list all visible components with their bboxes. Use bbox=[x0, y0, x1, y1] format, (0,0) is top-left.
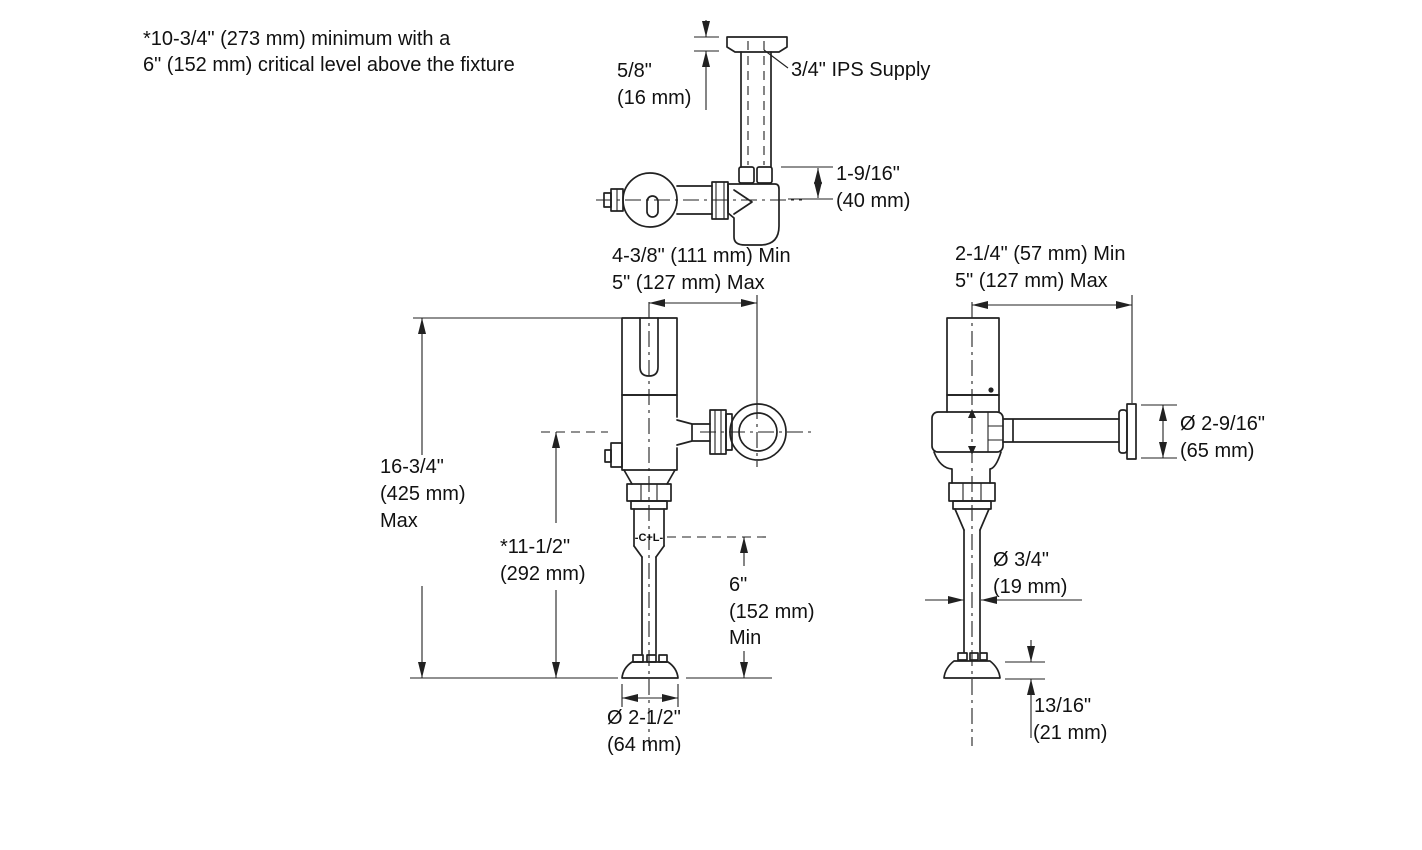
coupling-hex-flats bbox=[640, 484, 658, 501]
outlet-tube-taper bbox=[633, 545, 665, 558]
spud-flange bbox=[621, 661, 679, 679]
sensor-window bbox=[646, 195, 659, 218]
dim-critical-level-label: 6" bbox=[729, 574, 747, 596]
dim-base-diameter-label: (64 mm) bbox=[607, 734, 681, 756]
dim-valve-to-supply-label: 4-3/8" (111 mm) Min bbox=[612, 245, 791, 267]
wall-flange-lip bbox=[1118, 409, 1128, 454]
outlet-cone-side bbox=[954, 508, 990, 531]
dim-overall-height-label: 16-3/4" bbox=[380, 456, 444, 478]
top-view: 5/8" (16 mm) 3/4" IPS Supply 1-9/16" (40… bbox=[596, 20, 930, 246]
dim-critical-level-label: Min bbox=[729, 627, 761, 649]
dim-spud-height: 13/16" (21 mm) bbox=[1005, 640, 1107, 744]
wall-flange-plate bbox=[1126, 403, 1137, 460]
cap-band bbox=[946, 394, 1000, 413]
centerline-tick-down bbox=[968, 446, 976, 455]
side-view: 2-1/4" (57 mm) Min 5" (127 mm) Max Ø 2-9… bbox=[925, 243, 1265, 746]
wall-arm bbox=[1002, 418, 1120, 443]
sensor-cap-side bbox=[946, 317, 1000, 396]
spud-flange-side bbox=[943, 660, 1001, 679]
dim-outlet-label: (40 mm) bbox=[836, 190, 910, 212]
override-button bbox=[610, 442, 623, 468]
dim-overall-height-label: (425 mm) bbox=[380, 483, 466, 505]
dim-base-diameter-label: Ø 2-1/2" bbox=[607, 707, 681, 729]
spud-nut-side bbox=[957, 652, 968, 661]
front-view: -C+L- 4-3/8" (111 mm) Min 5" (127 mm) Ma… bbox=[380, 245, 815, 756]
outlet-tube-side bbox=[963, 529, 981, 653]
dim-critical-level-label: (152 mm) bbox=[729, 601, 815, 623]
supply-callout: 3/4" IPS Supply bbox=[763, 49, 930, 81]
supply-leader-line bbox=[763, 49, 789, 69]
dim-flange-diameter: Ø 2-9/16" (65 mm) bbox=[1141, 404, 1265, 462]
dim-centerline-height: *11-1/2" (292 mm) bbox=[500, 431, 608, 678]
spud-nut-side bbox=[969, 652, 979, 661]
supply-pipe-bore bbox=[747, 41, 765, 165]
valve-body-chevron bbox=[733, 189, 753, 215]
indicator-dot bbox=[988, 387, 994, 393]
override-button-cap bbox=[604, 449, 612, 463]
dim-critical-level: 6" (152 mm) Min bbox=[667, 536, 815, 678]
dim-flange-offset-label: (16 mm) bbox=[617, 87, 691, 109]
critical-level-marking: -C+L- bbox=[635, 532, 664, 544]
dim-overall-height-label: Max bbox=[380, 510, 418, 532]
dim-overall-height: 16-3/4" (425 mm) Max bbox=[380, 317, 622, 678]
dim-valve-to-supply-label: 5" (127 mm) Max bbox=[612, 272, 765, 294]
dim-spud-height-label: 13/16" bbox=[1034, 695, 1091, 717]
dim-tube-diameter-label: (19 mm) bbox=[993, 576, 1067, 598]
sensor-neck bbox=[676, 185, 713, 215]
dim-valve-to-supply: 4-3/8" (111 mm) Min 5" (127 mm) Max bbox=[612, 245, 815, 467]
dim-flange-diameter-label: (65 mm) bbox=[1180, 440, 1254, 462]
supply-label: 3/4" IPS Supply bbox=[791, 59, 930, 81]
dim-outlet-label: 1-9/16" bbox=[836, 163, 900, 185]
body-shoulder-side bbox=[933, 451, 1002, 484]
dim-spud-height-label: (21 mm) bbox=[1033, 722, 1107, 744]
dim-valve-to-wall: 2-1/4" (57 mm) Min 5" (127 mm) Max bbox=[955, 243, 1133, 403]
dim-centerline-height-label: (292 mm) bbox=[500, 563, 586, 585]
installation-note: *10-3/4" (273 mm) minimum with a 6" (152… bbox=[143, 28, 515, 76]
dim-valve-to-wall-label: 5" (127 mm) Max bbox=[955, 270, 1108, 292]
dim-centerline-height-label: *11-1/2" bbox=[500, 536, 570, 558]
dim-flange-offset: 5/8" (16 mm) bbox=[617, 20, 719, 110]
spud-nut-side bbox=[979, 652, 988, 661]
outlet-tube-upper bbox=[633, 508, 665, 547]
dim-base-diameter: Ø 2-1/2" (64 mm) bbox=[607, 684, 681, 756]
slip-washer bbox=[630, 500, 668, 510]
valve-body-top bbox=[727, 183, 780, 246]
supply-ring-outer bbox=[729, 403, 787, 461]
dim-flange-diameter-label: Ø 2-9/16" bbox=[1180, 413, 1265, 435]
dim-tube-diameter: Ø 3/4" (19 mm) bbox=[925, 549, 1082, 604]
dim-outlet-to-centerline: 1-9/16" (40 mm) bbox=[781, 163, 910, 212]
spud-nut bbox=[646, 654, 657, 663]
pipe-coupling bbox=[738, 166, 755, 184]
pipe-coupling bbox=[756, 166, 773, 184]
arm-washer bbox=[725, 413, 733, 451]
valve-body-side bbox=[931, 411, 1004, 453]
centerline-tick-up bbox=[968, 409, 976, 418]
supply-ring-inner bbox=[738, 412, 778, 452]
dim-tube-diameter-label: Ø 3/4" bbox=[993, 549, 1049, 571]
coupling-hex-flats-side bbox=[962, 483, 982, 501]
note-line-1: *10-3/4" (273 mm) minimum with a bbox=[143, 28, 451, 50]
valve-body-front bbox=[621, 394, 678, 471]
supply-arm bbox=[676, 403, 787, 461]
arm-tube bbox=[676, 419, 711, 446]
arm-hex-side bbox=[987, 412, 1003, 452]
slip-washer-side bbox=[952, 500, 992, 510]
supply-flange bbox=[726, 36, 788, 53]
outlet-tube-lower bbox=[641, 556, 657, 655]
body-shoulder bbox=[623, 469, 676, 485]
dim-flange-offset-label: 5/8" bbox=[617, 60, 652, 82]
spud-nut bbox=[632, 654, 644, 663]
sensor-slot bbox=[639, 317, 659, 377]
supply-pipe bbox=[740, 51, 772, 168]
spud-nut bbox=[658, 654, 668, 663]
arm-hex-flats bbox=[714, 410, 722, 454]
note-line-2: 6" (152 mm) critical level above the fix… bbox=[143, 54, 515, 76]
dim-valve-to-wall-label: 2-1/4" (57 mm) Min bbox=[955, 243, 1125, 265]
